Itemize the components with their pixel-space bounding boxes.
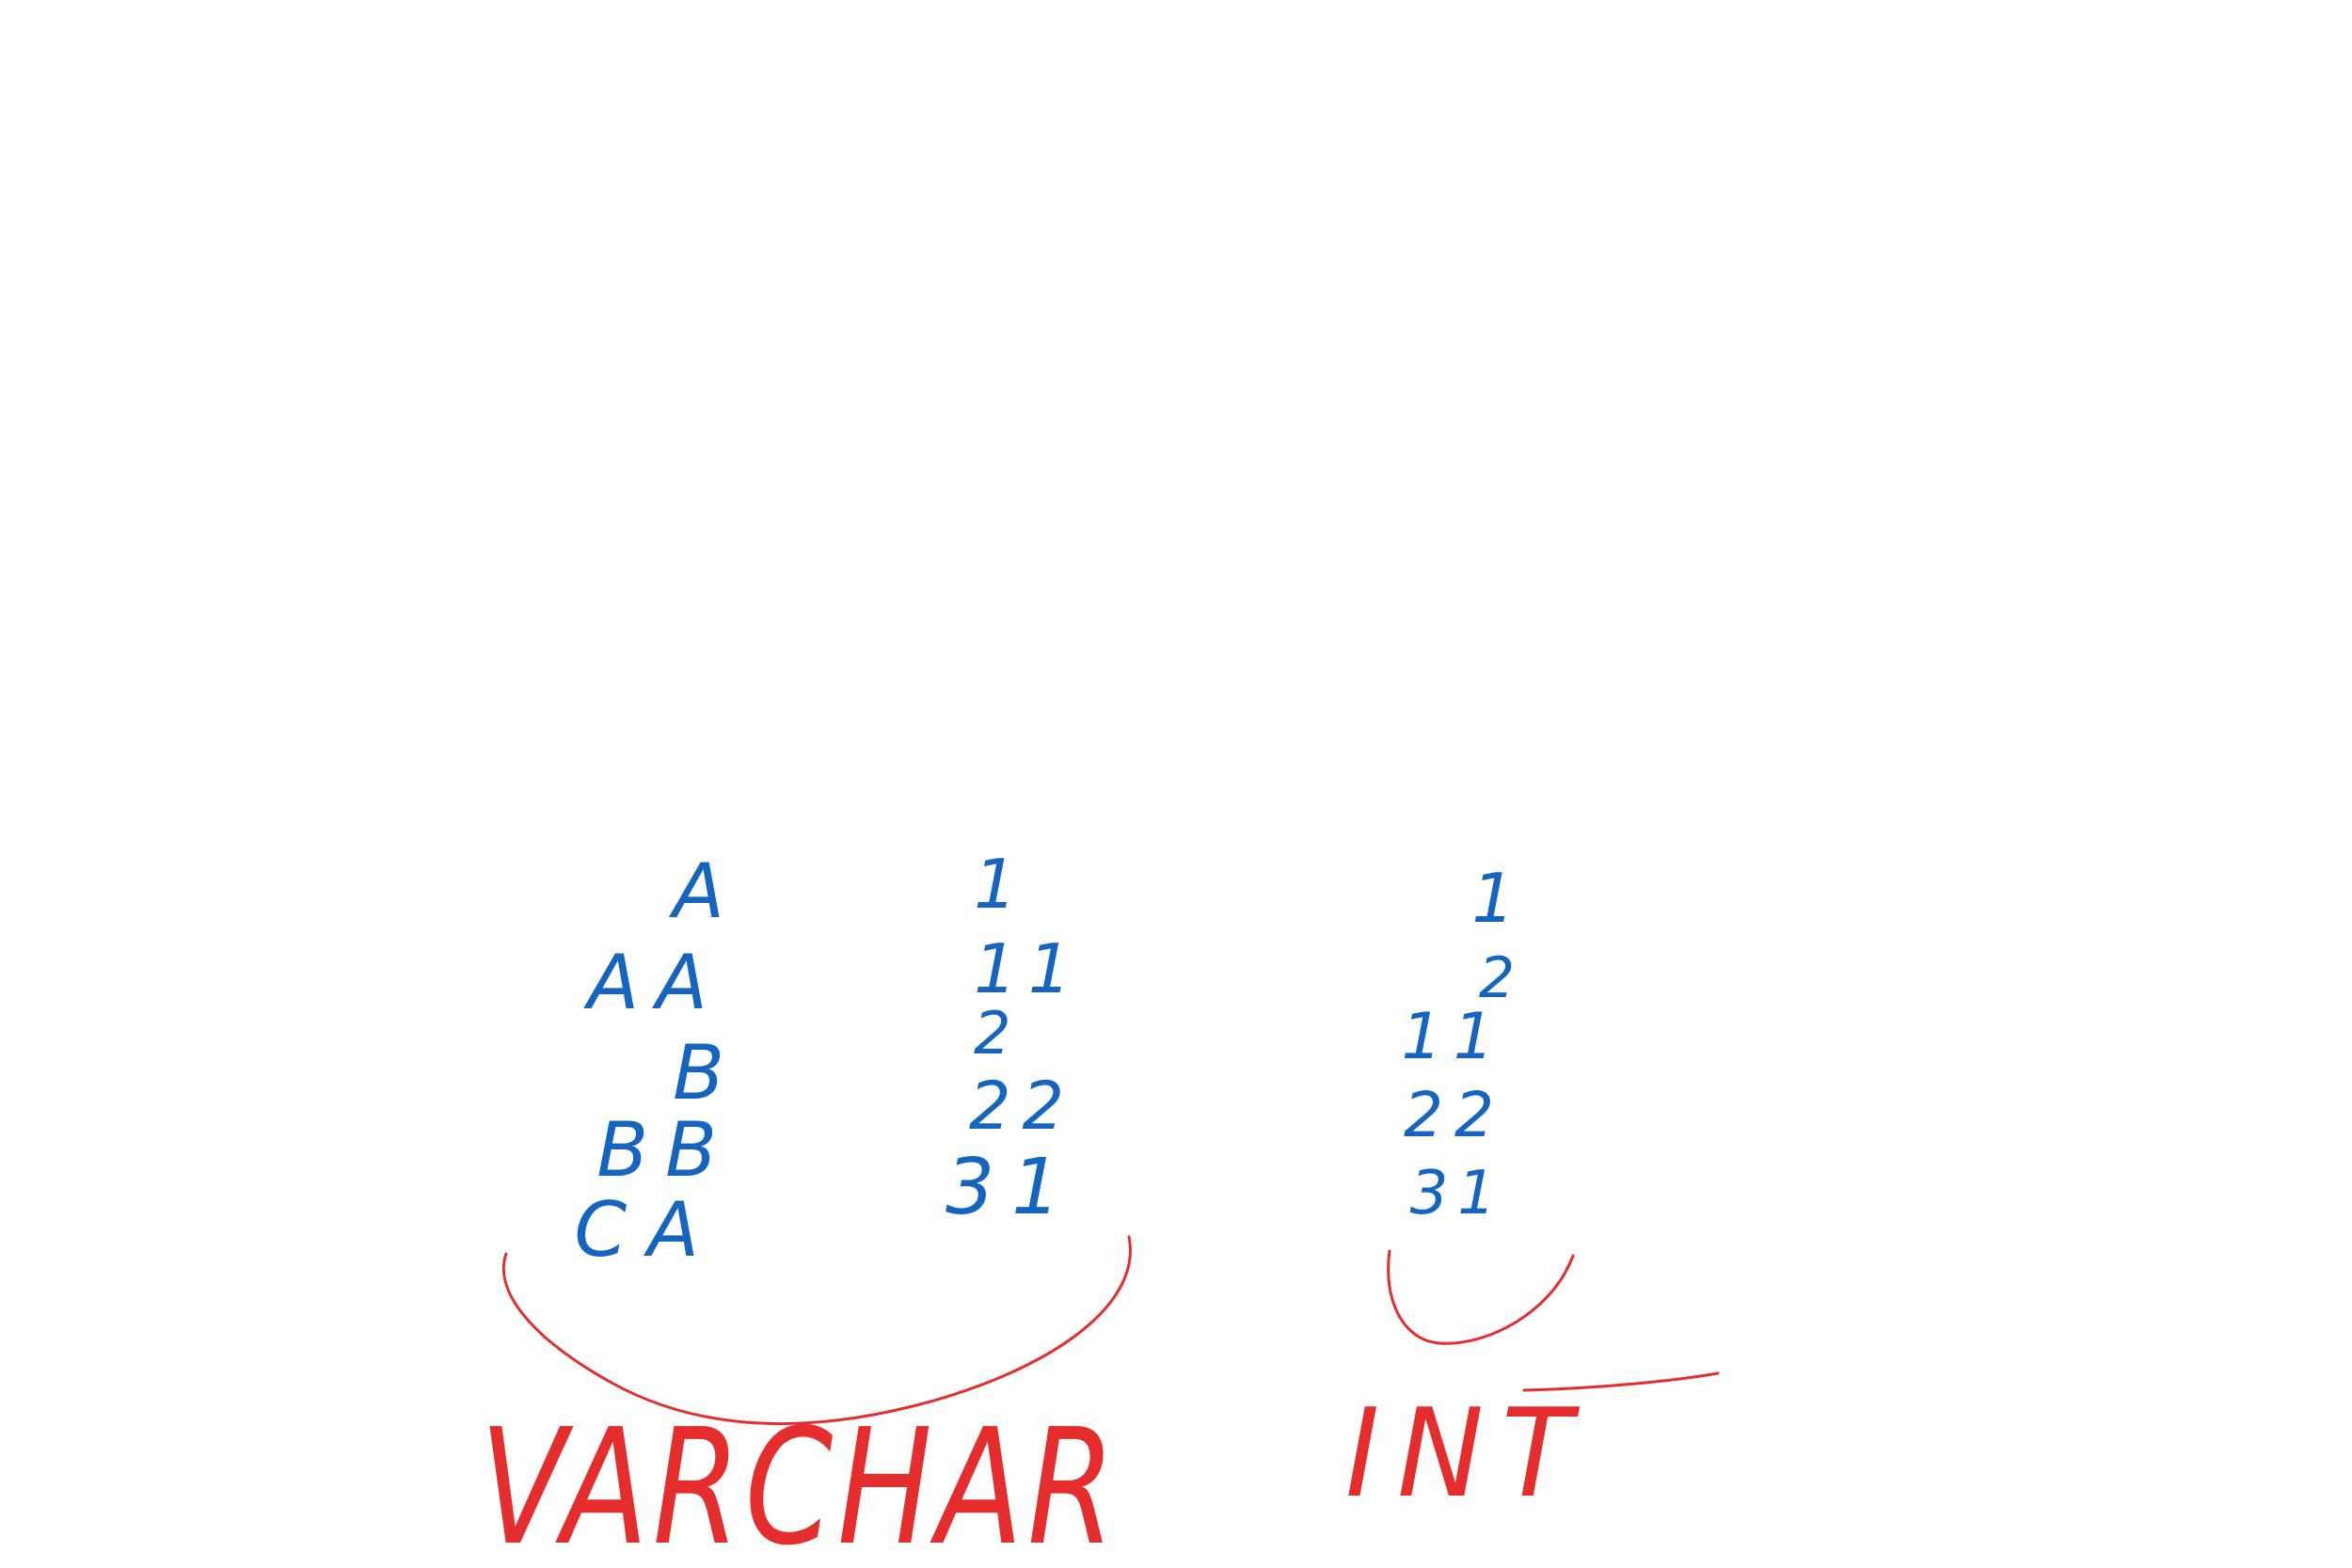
varchar-number-value: 31 (946, 1143, 1077, 1232)
varchar-number-value: 1 (974, 845, 1017, 924)
int-number-value: 2 (1479, 945, 1515, 1011)
varchar-letter-value: BB (596, 1106, 734, 1194)
varchar-number-value: 2 (974, 999, 1010, 1068)
int-number-value: 1 (1471, 859, 1515, 938)
varchar-numbers-column: 1 11 2 22 31 (946, 845, 1083, 1232)
varchar-label: VARCHAR (480, 1395, 1120, 1568)
varchar-number-value: 22 (969, 1068, 1075, 1145)
int-number-value: 22 (1404, 1079, 1505, 1151)
int-label: INT (1345, 1382, 1590, 1525)
varchar-letter-value: CA (574, 1186, 720, 1274)
varchar-letter-value: AA (583, 939, 724, 1026)
varchar-brace (501, 1235, 1132, 1426)
varchar-letter-value: A (668, 847, 724, 935)
int-number-value: 31 (1410, 1159, 1505, 1228)
varchar-letters-column: A AA B BB CA (574, 847, 734, 1274)
varchar-number-value: 11 (974, 929, 1083, 1008)
int-brace (1387, 1249, 1575, 1345)
int-label-t-bar (1522, 1371, 1720, 1392)
int-numbers-column: 1 2 11 22 31 (1401, 859, 1515, 1228)
int-number-value: 11 (1401, 1000, 1505, 1074)
varchar-letter-value: B (673, 1029, 724, 1117)
